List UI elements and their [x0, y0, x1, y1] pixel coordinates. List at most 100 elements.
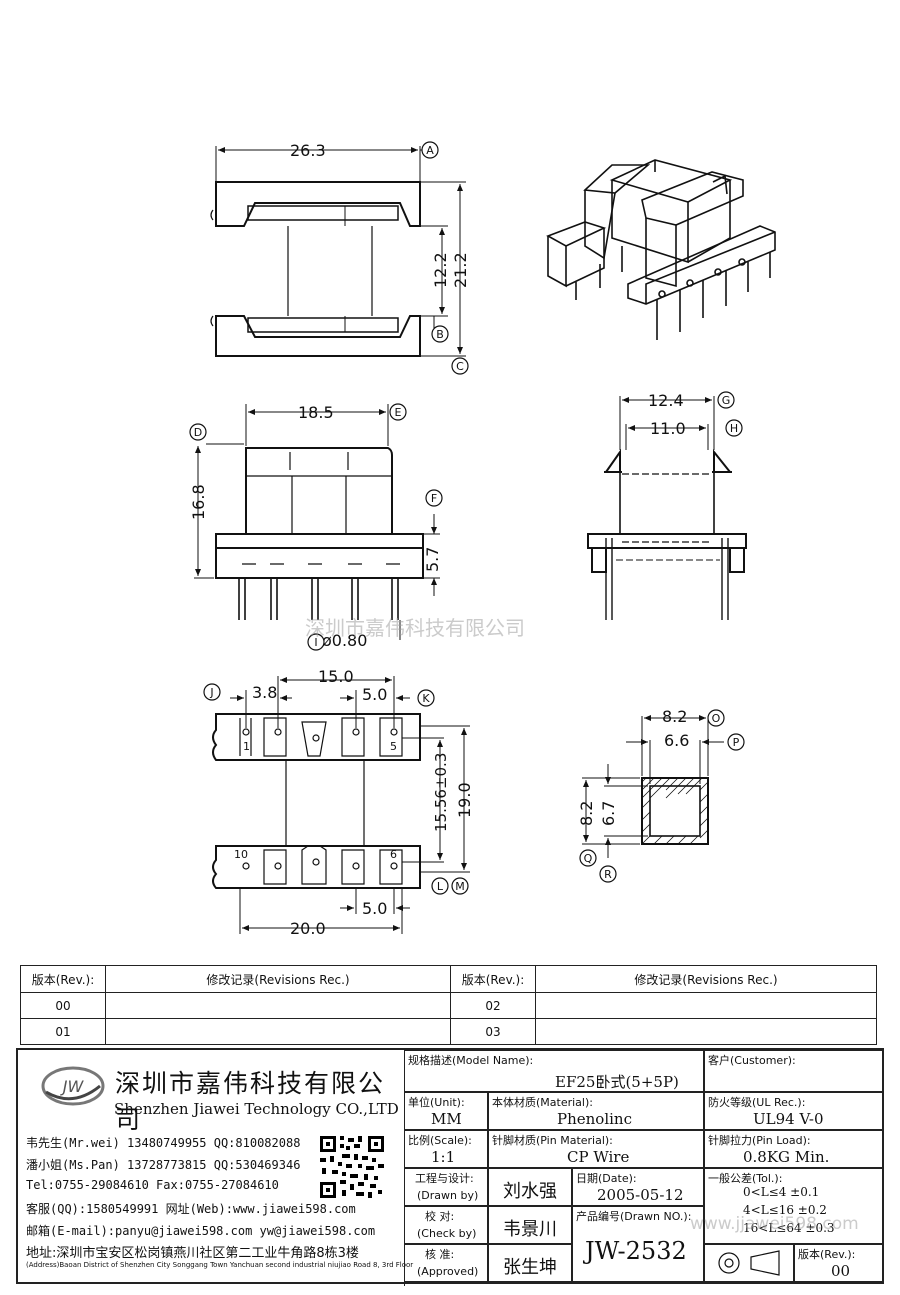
datum-f: F	[431, 492, 437, 505]
watermark-url: www.jjawei598.com	[690, 1214, 859, 1234]
datum-m: M	[455, 880, 465, 893]
tolerance-label: 一般公差(Tol.):	[708, 1172, 783, 1185]
unit-value: MM	[431, 1110, 462, 1128]
pin-load-cell: 针脚拉力(Pin Load): 0.8KG Min.	[704, 1130, 884, 1168]
check-by-value-cell: 韦景川	[488, 1206, 572, 1244]
rec-left	[105, 1018, 451, 1045]
datum-g: G	[722, 394, 731, 407]
projection-symbol-cell	[704, 1244, 794, 1282]
tolerance-row: 16<L≤64 ±0.3	[743, 1221, 835, 1235]
hole-section-view	[641, 777, 709, 845]
date-label: 日期(Date):	[576, 1172, 637, 1185]
isometric-view	[546, 159, 776, 340]
datum-r: R	[604, 868, 612, 881]
contact-email: 邮箱(E-mail):panyu@jiawei598.com yw@jiawei…	[26, 1224, 376, 1238]
drawn-by-label: 工程与设计:	[415, 1172, 474, 1185]
datum-d: D	[194, 426, 202, 439]
contact-pan: 潘小姐(Ms.Pan) 13728773815 QQ:530469346	[26, 1158, 301, 1172]
datum-e: E	[395, 406, 402, 419]
projection-symbol-icon	[718, 1250, 780, 1276]
dim-front-pin: 5.7	[423, 547, 442, 572]
pin-material-label: 针脚材质(Pin Material):	[492, 1134, 613, 1147]
scale-cell: 比例(Scale): 1:1	[404, 1130, 488, 1168]
material-value: Phenolinc	[557, 1110, 632, 1128]
hole-section-dimensions	[582, 715, 724, 858]
drawn-no-cell: 产品编号(Drawn NO.): JW-2532	[572, 1206, 704, 1282]
dim-front-height: 16.8	[189, 484, 208, 520]
material-label: 本体材质(Material):	[492, 1096, 593, 1109]
unit-label: 单位(Unit):	[408, 1096, 465, 1109]
pin-number-1: 1	[243, 740, 250, 753]
drawn-by-value-cell: 刘水强	[488, 1168, 572, 1206]
pin-material-cell: 针脚材质(Pin Material): CP Wire	[488, 1130, 704, 1168]
dim-side-outer: 12.4	[648, 391, 684, 410]
date-cell: 日期(Date): 2005-05-12	[572, 1168, 704, 1206]
pin-number-6: 6	[390, 848, 397, 861]
approved-by-value: 张生坤	[503, 1257, 557, 1278]
approved-by-label-en: (Approved)	[417, 1265, 479, 1278]
revision-row: 01 03	[20, 1018, 877, 1045]
material-cell: 本体材质(Material): Phenolinc	[488, 1092, 704, 1130]
dim-side-inner: 11.0	[650, 419, 686, 438]
model-label: 规格描述(Model Name):	[408, 1054, 534, 1067]
check-by-label: 校 对:	[425, 1210, 455, 1223]
technical-drawing: 26.3 12.2 21.2	[189, 141, 776, 938]
dim-bottom-total: 19.0	[455, 782, 474, 818]
check-by-value: 韦景川	[503, 1219, 557, 1240]
tolerance-row: 0<L≤4 ±0.1	[743, 1185, 820, 1199]
datum-j: J	[209, 686, 213, 699]
rec-header-right: 修改记录(Revisions Rec.)	[535, 965, 877, 993]
rev-left: 00	[20, 992, 106, 1019]
datum-l: L	[437, 880, 444, 893]
pin-load-value: 0.8KG Min.	[743, 1148, 830, 1166]
drawn-no-label: 产品编号(Drawn NO.):	[576, 1210, 692, 1223]
rec-header-left: 修改记录(Revisions Rec.)	[105, 965, 451, 993]
check-by-label-en: (Check by)	[417, 1227, 477, 1240]
datum-b: B	[436, 328, 444, 341]
rev-right: 02	[450, 992, 536, 1019]
dim-bottom-row: 15.56±0.3	[432, 753, 450, 832]
ul-value: UL94 V-0	[753, 1110, 824, 1128]
pin-number-10: 10	[234, 848, 248, 861]
rev-header-left: 版本(Rev.):	[20, 965, 106, 993]
top-view	[210, 181, 421, 357]
dim-hole-inner-h: 6.7	[599, 801, 618, 826]
rec-right	[535, 1018, 877, 1045]
model-value: EF25卧式(5+5P)	[555, 1073, 679, 1091]
ul-label: 防火等级(UL Rec.):	[708, 1096, 806, 1109]
pin-number-5: 5	[390, 740, 397, 753]
dim-hole-outer-w: 8.2	[662, 707, 687, 726]
dim-top-inner: 12.2	[431, 252, 450, 288]
company-panel: JW 深圳市嘉伟科技有限公司 Shenzhen Jiawei Technolog…	[18, 1050, 413, 1286]
title-block: JW 深圳市嘉伟科技有限公司 Shenzhen Jiawei Technolog…	[16, 1048, 884, 1286]
rev-cell: 版本(Rev.): 00	[794, 1244, 884, 1282]
watermark-company: 深圳市嘉伟科技有限公司	[305, 616, 525, 640]
bottom-view-dimensions	[230, 676, 470, 934]
front-view-dimensions	[194, 404, 440, 640]
unit-cell: 单位(Unit): MM	[404, 1092, 488, 1130]
approved-by-cell: 核 准: (Approved)	[404, 1244, 488, 1282]
contact-tel-fax: Tel:0755-29084610 Fax:0755-27084610	[26, 1178, 279, 1192]
datum-a: A	[426, 144, 434, 157]
dim-pin-dia: ø0.80	[322, 631, 367, 650]
dim-bottom-width: 20.0	[290, 919, 326, 938]
datum-o: O	[712, 712, 721, 725]
dim-bottom-span: 15.0	[318, 667, 354, 686]
tolerance-row: 4<L≤16 ±0.2	[743, 1203, 827, 1217]
company-address-en: (Address)Baoan District of Shenzhen City…	[26, 1261, 414, 1269]
bottom-view	[212, 713, 421, 889]
rec-left	[105, 992, 451, 1019]
dim-top-height: 21.2	[451, 252, 470, 288]
contact-qq-web: 客服(QQ):1580549991 网址(Web):www.jiawei598.…	[26, 1202, 356, 1216]
scale-value: 1:1	[431, 1148, 456, 1166]
qr-code-icon	[318, 1134, 386, 1200]
dim-bottom-pitch-b: 5.0	[362, 685, 387, 704]
logo-text: JW	[60, 1077, 85, 1096]
company-name-cn: 深圳市嘉伟科技有限公司	[115, 1069, 386, 1134]
top-view-dimensions	[215, 146, 466, 357]
ul-cell: 防火等级(UL Rec.): UL94 V-0	[704, 1092, 884, 1130]
side-view	[587, 448, 747, 620]
revision-header-row: 版本(Rev.): 修改记录(Revisions Rec.) 版本(Rev.):…	[20, 965, 877, 993]
rev-header-right: 版本(Rev.):	[450, 965, 536, 993]
datum-q: Q	[584, 852, 593, 865]
